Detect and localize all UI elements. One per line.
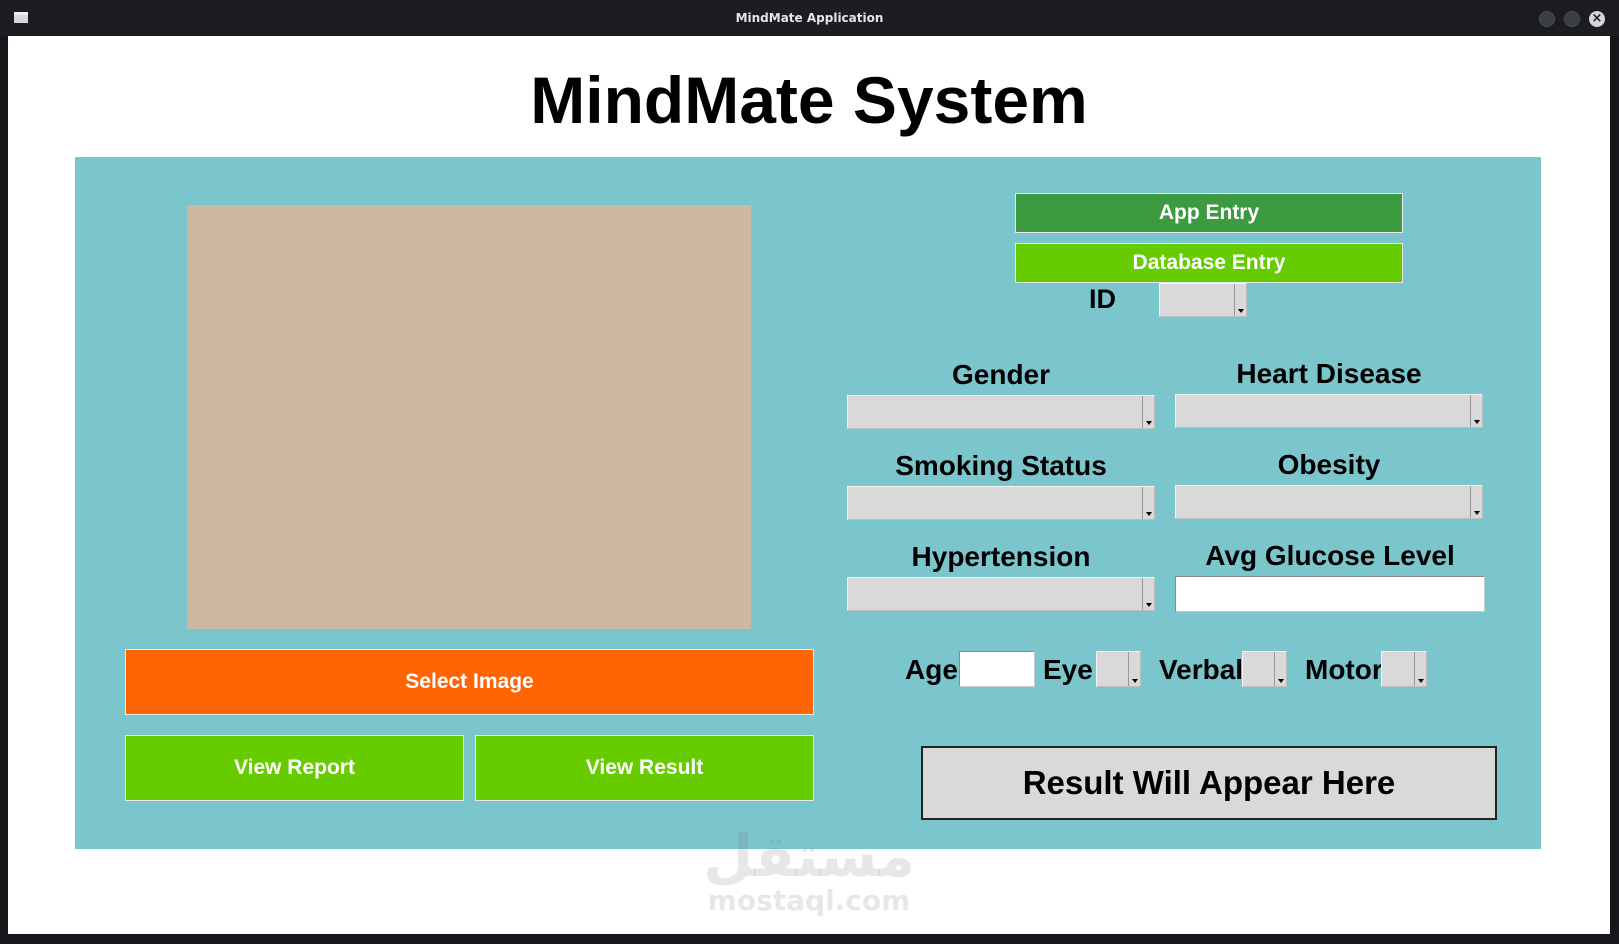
eye-combobox[interactable]: [1096, 651, 1141, 687]
chevron-down-icon[interactable]: [1470, 486, 1482, 518]
eye-label: Eye: [1043, 654, 1093, 685]
watermark-arabic: مستقل: [702, 822, 916, 890]
id-label: ID: [1089, 284, 1116, 314]
age-input[interactable]: [959, 651, 1035, 687]
motor-combobox[interactable]: [1381, 651, 1427, 687]
avg-glucose-label: Avg Glucose Level: [1205, 540, 1455, 571]
age-label: Age: [905, 654, 958, 685]
hypertension-combobox[interactable]: [847, 577, 1155, 611]
motor-label: Motor: [1305, 654, 1383, 685]
view-result-button[interactable]: View Result: [475, 735, 814, 801]
chevron-down-icon[interactable]: [1414, 652, 1426, 686]
chevron-down-icon[interactable]: [1142, 487, 1154, 519]
select-image-button[interactable]: Select Image: [125, 649, 814, 715]
hypertension-label: Hypertension: [911, 541, 1091, 572]
chevron-down-icon[interactable]: [1142, 578, 1154, 610]
window-title: MindMate Application: [735, 11, 884, 25]
obesity-label: Obesity: [1277, 449, 1381, 480]
window-icon: [14, 12, 28, 23]
result-display: Result Will Appear Here: [921, 746, 1497, 820]
minimize-button[interactable]: [1539, 11, 1555, 27]
chevron-down-icon[interactable]: [1234, 284, 1246, 316]
view-report-button[interactable]: View Report: [125, 735, 464, 801]
id-combobox[interactable]: [1159, 283, 1247, 317]
verbal-combobox[interactable]: [1242, 651, 1287, 687]
client-area: MindMate System Select Image View Report…: [8, 36, 1610, 934]
title-bar[interactable]: MindMate Application ×: [0, 0, 1619, 36]
smoking-status-combobox[interactable]: [847, 486, 1155, 520]
gender-label: Gender: [951, 359, 1051, 390]
watermark-logo: مستقل mostaql.com: [8, 826, 1610, 916]
avg-glucose-input[interactable]: [1175, 576, 1485, 612]
chevron-down-icon[interactable]: [1274, 652, 1286, 686]
page-title: MindMate System: [530, 63, 1088, 137]
heart-disease-combobox[interactable]: [1175, 394, 1483, 428]
gender-combobox[interactable]: [847, 395, 1155, 429]
chevron-down-icon[interactable]: [1128, 652, 1140, 686]
main-panel: Select Image View Report View Result App…: [75, 157, 1541, 849]
database-entry-button[interactable]: Database Entry: [1015, 243, 1403, 283]
watermark-latin: mostaql.com: [707, 884, 911, 917]
close-button[interactable]: ×: [1589, 11, 1605, 27]
image-preview: [187, 205, 751, 629]
verbal-label: Verbal: [1159, 654, 1244, 685]
obesity-combobox[interactable]: [1175, 485, 1483, 519]
maximize-button[interactable]: [1564, 11, 1580, 27]
app-entry-button[interactable]: App Entry: [1015, 193, 1403, 233]
chevron-down-icon[interactable]: [1470, 395, 1482, 427]
smoking-status-label: Smoking Status: [895, 450, 1107, 481]
chevron-down-icon[interactable]: [1142, 396, 1154, 428]
heart-disease-label: Heart Disease: [1236, 358, 1422, 389]
